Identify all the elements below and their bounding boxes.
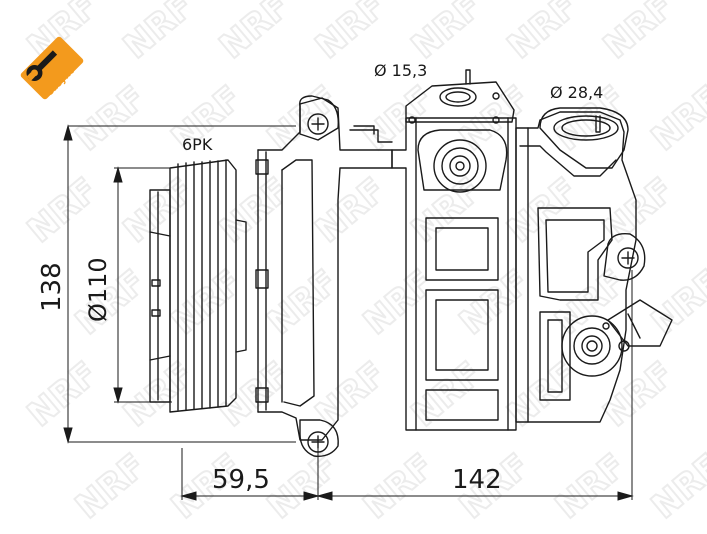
service-valve	[408, 116, 500, 193]
nrf-watermark-mark: NRF	[68, 446, 153, 527]
label-pulley-offset: 59,5	[212, 465, 270, 495]
nrf-watermark-mark: NRF	[116, 354, 201, 435]
nrf-watermark-mark: NRF	[116, 0, 201, 67]
nrf-watermark-mark: NRF	[644, 446, 707, 527]
label-pulley-grooves: 6PK	[182, 135, 213, 154]
nrf-watermark-mark: NRF	[308, 170, 393, 251]
mount-ear-top	[299, 95, 339, 141]
nrf-watermark-mark: NRF	[116, 170, 201, 251]
label-suction-port-diameter: Ø 15,3	[374, 61, 427, 80]
nrf-watermark-mark: NRF	[212, 354, 297, 435]
dimension-pulley-offset	[180, 448, 320, 501]
label-overall-height: 138	[37, 262, 67, 312]
nrf-watermark-mark: NRF	[644, 78, 707, 159]
nrf-watermark-mark: NRF	[308, 354, 393, 435]
nrf-watermark-mark: NRF	[260, 262, 345, 343]
pulley	[149, 159, 247, 413]
mount-ear-rear	[603, 233, 646, 281]
nrf-watermark-mark: NRF	[500, 354, 585, 435]
nrf-watermark-mark: NRF	[20, 170, 105, 251]
nrf-watermark-mark: NRF	[20, 354, 105, 435]
discharge-port	[539, 107, 629, 169]
nrf-watermark-mark: NRF	[68, 78, 153, 159]
control-valve-connector	[561, 299, 673, 377]
nrf-watermark-mark: NRF	[356, 262, 441, 343]
nrf-watermark-mark: NRF	[452, 262, 537, 343]
nrf-watermark-mark: NRF	[548, 446, 633, 527]
nrf-watermark-mark: NRF	[644, 262, 707, 343]
nrf-watermark-mark: NRF	[596, 354, 681, 435]
nrf-watermark-mark: NRF	[596, 170, 681, 251]
nrf-watermark-mark: NRF	[404, 0, 489, 67]
dimension-overall-height	[63, 124, 296, 444]
rear-housing	[515, 111, 637, 423]
nrf-watermark-mark: NRF	[548, 262, 633, 343]
nrf-watermark-mark: NRF	[212, 0, 297, 67]
dimension-body-length	[316, 270, 634, 501]
nrf-watermark-mark: NRF	[260, 446, 345, 527]
nrf-watermark-mark: NRF	[404, 354, 489, 435]
nrf-watermark-mark: NRF	[500, 170, 585, 251]
nrf-watermark-mark: NRF	[404, 170, 489, 251]
compressor-body	[391, 117, 517, 431]
suction-port	[405, 69, 515, 123]
nrf-watermark-mark: NRF	[356, 446, 441, 527]
nrf-watermark-mark: NRF	[596, 0, 681, 67]
label-pulley-diameter: Ø110	[84, 257, 112, 322]
nrf-watermark-mark: NRF	[308, 0, 393, 67]
nrf-watermark-mark: NRF	[500, 0, 585, 67]
nrf-watermark-mark: NRF	[212, 170, 297, 251]
label-body-length: 142	[452, 465, 502, 495]
nrf-watermark-mark: NRF	[260, 78, 345, 159]
label-discharge-port-diameter: Ø 28,4	[550, 83, 603, 102]
dimension-pulley-diameter	[113, 166, 172, 404]
